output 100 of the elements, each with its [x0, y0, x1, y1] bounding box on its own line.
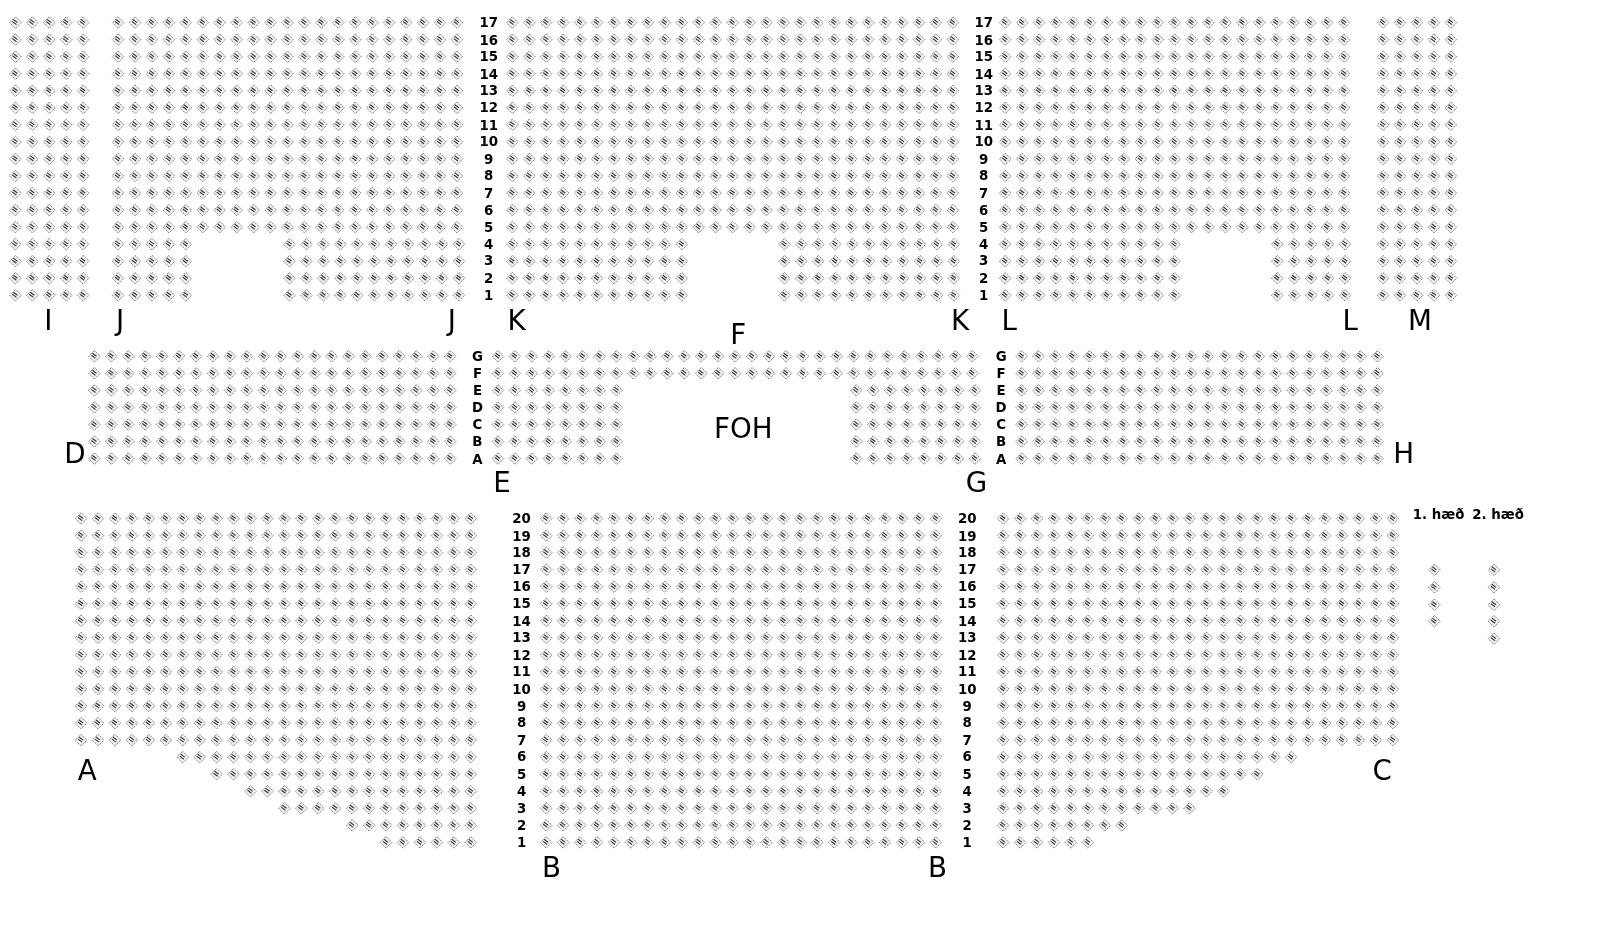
row-number: 16 — [512, 580, 531, 594]
row-number: 8 — [516, 716, 527, 730]
row-number: 1 — [484, 288, 494, 302]
row-number: 8 — [962, 716, 972, 730]
row-number: 15 — [957, 597, 977, 611]
row-number: 2 — [979, 271, 989, 285]
row-number: 1 — [516, 835, 527, 850]
row-number: 5 — [516, 767, 527, 781]
row-number: 13 — [974, 84, 993, 98]
row-number: C — [996, 417, 1007, 432]
row-number: 12 — [479, 101, 499, 115]
row-number: 14 — [957, 614, 977, 628]
row-number: 14 — [479, 67, 499, 81]
row-number: 9 — [979, 152, 989, 166]
row-number: 7 — [979, 186, 989, 200]
row-number: 19 — [512, 528, 531, 543]
row-number: 16 — [974, 32, 993, 47]
row-number: D — [995, 400, 1007, 415]
section-letter: J — [447, 306, 456, 335]
row-number: 1 — [962, 835, 972, 850]
section-letter: I — [44, 306, 53, 335]
row-number: C — [472, 417, 483, 432]
section-letter: D — [64, 438, 86, 467]
section-letter: M — [1408, 306, 1433, 335]
section-letter: J — [116, 306, 125, 335]
row-number: 13 — [512, 631, 531, 645]
row-number: 3 — [516, 801, 527, 815]
row-number: 18 — [512, 545, 531, 560]
row-number: F — [996, 366, 1006, 380]
row-number: 9 — [516, 699, 527, 713]
row-number: 2 — [516, 818, 527, 832]
row-number: 16 — [479, 32, 499, 47]
row-number: 3 — [979, 254, 989, 268]
row-number: 12 — [512, 648, 531, 662]
section-letter: L — [1001, 306, 1018, 335]
row-number: 17 — [479, 15, 499, 30]
row-number: 10 — [957, 682, 977, 696]
row-number: 17 — [974, 15, 993, 30]
row-number: 6 — [979, 203, 989, 217]
row-number: E — [472, 383, 483, 398]
section-letter: B — [927, 853, 947, 882]
row-number: 7 — [962, 733, 972, 747]
row-number: 2 — [962, 818, 972, 832]
row-number: 4 — [962, 784, 972, 798]
row-number: 8 — [484, 169, 494, 183]
row-number: D — [471, 400, 483, 415]
row-number: 14 — [974, 67, 993, 81]
row-number: 3 — [484, 254, 494, 268]
row-number: 5 — [962, 767, 972, 781]
row-number: 14 — [512, 614, 531, 628]
section-letter: L — [1342, 306, 1358, 335]
row-number: 7 — [484, 186, 494, 200]
row-number: 17 — [512, 563, 531, 577]
row-number: 8 — [979, 169, 989, 183]
row-number: 1 — [979, 288, 989, 302]
row-number: 2 — [484, 271, 494, 285]
row-number: A — [472, 451, 483, 466]
row-number: 5 — [484, 220, 494, 234]
section-letter: C — [1372, 756, 1392, 784]
row-number: 3 — [962, 801, 972, 815]
row-number: B — [472, 434, 483, 449]
row-number: 15 — [974, 50, 993, 64]
row-number: 6 — [516, 750, 527, 764]
row-number: A — [995, 451, 1007, 466]
row-number: F — [472, 366, 483, 380]
row-number: E — [996, 383, 1006, 398]
row-number: 12 — [957, 648, 977, 662]
floor-label: 1. hæð — [1412, 507, 1465, 522]
section-letter: H — [1393, 438, 1415, 467]
row-number: 4 — [516, 784, 527, 798]
row-number: 10 — [512, 682, 531, 696]
row-number: 20 — [512, 511, 531, 526]
row-number: 11 — [974, 118, 993, 132]
row-number: 11 — [479, 118, 499, 132]
section-letter: K — [950, 306, 970, 335]
section-letter: F — [730, 320, 747, 349]
floor-label: 2. hæð — [1472, 507, 1524, 522]
row-number: 17 — [957, 563, 977, 577]
row-number: 10 — [479, 135, 499, 149]
row-number: 12 — [974, 101, 993, 115]
row-number: 7 — [516, 733, 527, 747]
row-number: 16 — [957, 580, 977, 594]
row-number: 15 — [512, 597, 531, 611]
row-number: 4 — [484, 237, 494, 251]
row-number: 11 — [512, 665, 531, 679]
row-number: 13 — [479, 84, 499, 98]
section-letter: FOH — [714, 414, 773, 443]
section-letter: A — [77, 756, 97, 784]
row-number: 18 — [957, 545, 977, 560]
section-letter: G — [965, 468, 988, 497]
row-number: 6 — [484, 203, 494, 217]
section-letter: K — [507, 306, 526, 335]
row-number: 4 — [979, 237, 989, 251]
row-number: G — [472, 349, 483, 363]
row-number: 20 — [957, 511, 977, 526]
row-number: 5 — [979, 220, 989, 234]
row-number: B — [996, 434, 1007, 449]
section-letter: B — [541, 853, 561, 882]
row-number: 9 — [484, 152, 494, 166]
row-number: 6 — [962, 750, 972, 764]
